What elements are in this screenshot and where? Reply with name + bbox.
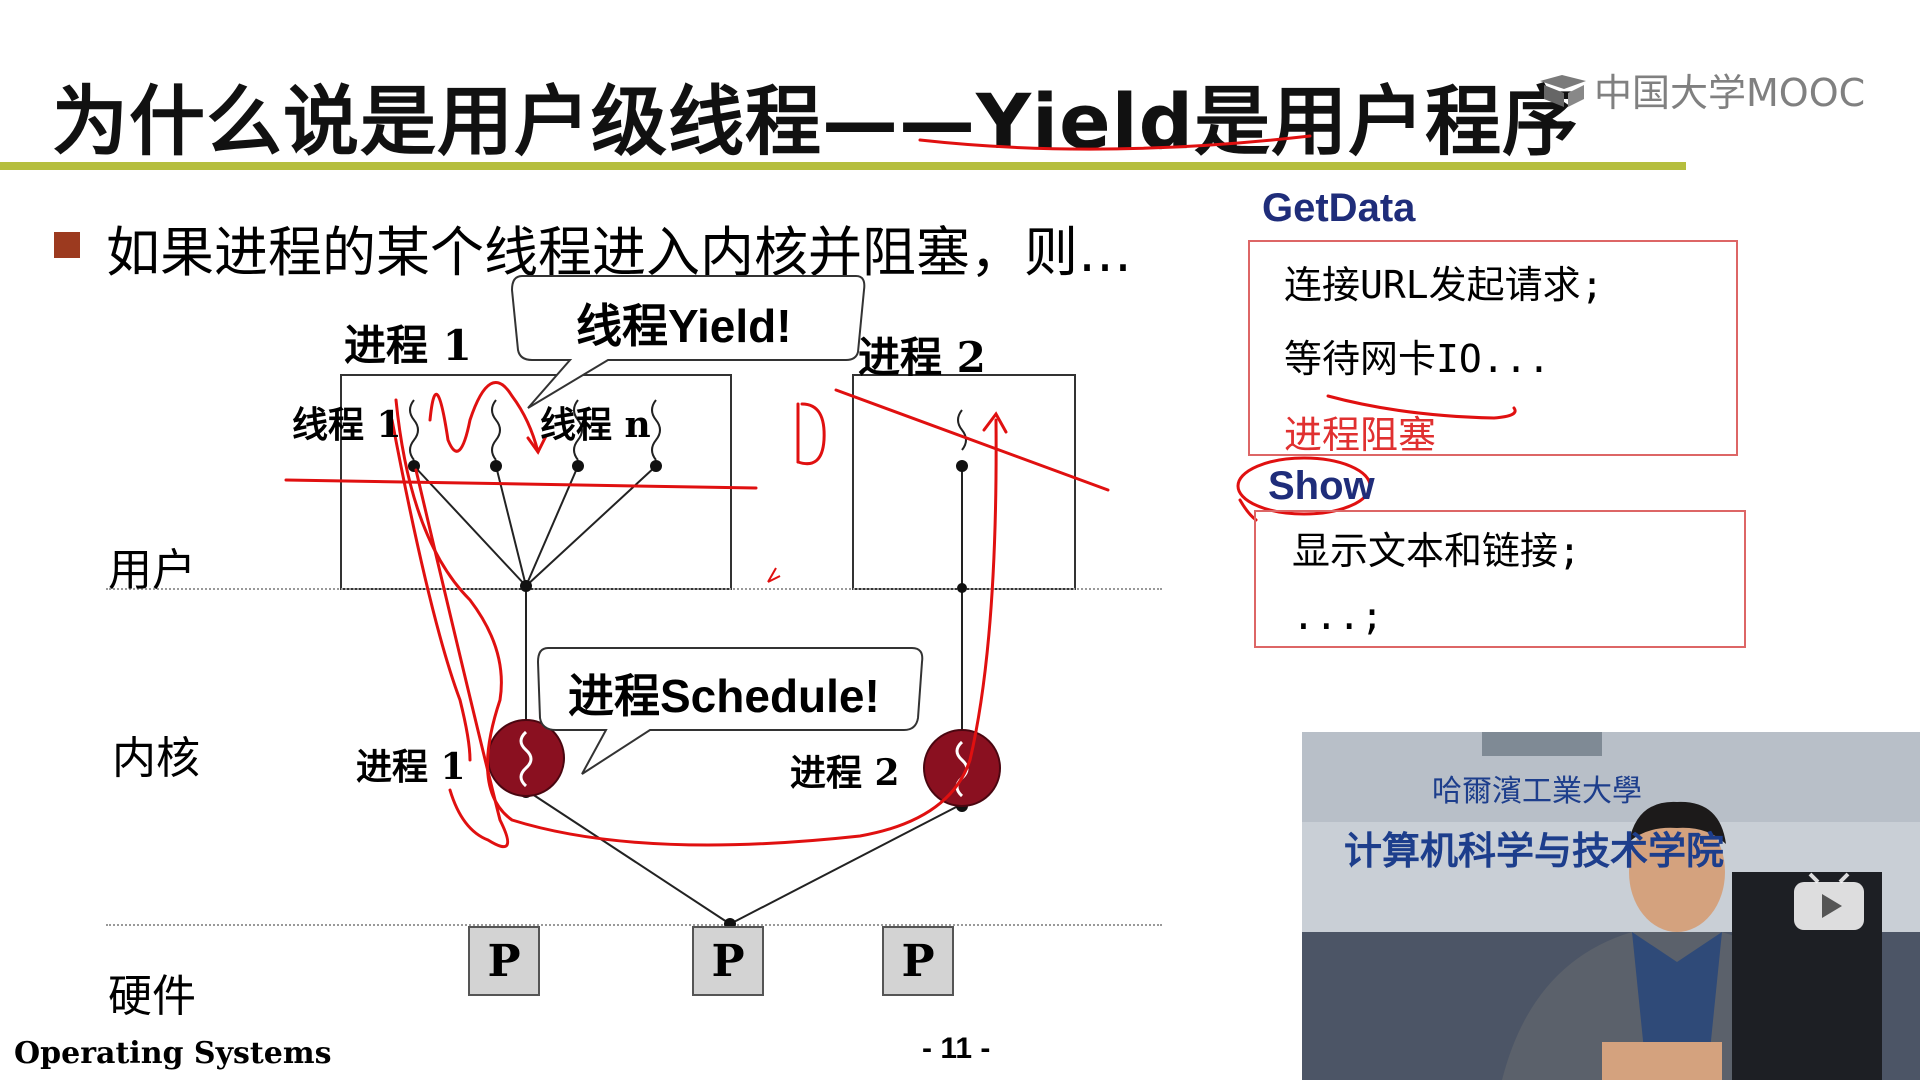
getdata-title: GetData [1262, 186, 1416, 230]
mooc-logo-text: 中国大学MOOC [1594, 71, 1866, 115]
slide-title: 为什么说是用户级线程——Yield是用户程序 [52, 77, 1580, 166]
footer-page-number: - 11 - [922, 1032, 991, 1065]
footer-course-name: Operating Systems [14, 1036, 332, 1071]
layer-kernel-label: 内核 [112, 733, 200, 784]
show-line: 显示文本和链接; [1292, 529, 1581, 573]
yield-bubble-text: 线程Yield! [576, 300, 792, 352]
process2-label: 进程 2 [858, 333, 986, 382]
schedule-bubble-text: 进程Schedule! [568, 670, 880, 722]
bullet-text: 如果进程的某个线程进入内核并阻塞，则… [106, 221, 1132, 284]
user-kernel-separator [106, 588, 1162, 590]
getdata-code-box [1248, 240, 1738, 456]
mooc-logo-icon [1540, 74, 1586, 107]
kernel-process1-label: 进程 1 [356, 746, 466, 788]
getdata-line: 连接URL发起请求; [1284, 263, 1604, 307]
video-sign-line2: 计算机科学与技术学院 [1344, 829, 1725, 873]
thread1-label: 线程 1 [292, 404, 402, 446]
cpu-box: P [468, 926, 540, 996]
threadn-label: 线程 n [540, 404, 651, 446]
getdata-line: 等待网卡IO... [1284, 337, 1551, 381]
getdata-line: 进程阻塞 [1284, 413, 1437, 457]
cpu-box: P [882, 926, 954, 996]
title-underline-rule [0, 162, 1686, 170]
cpu-box: P [692, 926, 764, 996]
mooc-logo: 中国大学MOOC [1538, 62, 1865, 117]
play-icon[interactable] [1792, 872, 1866, 932]
process1-label: 进程 1 [344, 321, 472, 370]
lecturer-video[interactable]: 哈爾濱工業大學 计算机科学与技术学院 [1302, 732, 1920, 1080]
layer-user-label: 用户 [108, 545, 196, 596]
show-code-box [1254, 510, 1746, 648]
kernel-process2-label: 进程 2 [790, 752, 900, 794]
bullet-square-icon [54, 232, 80, 258]
kernel-hardware-separator [106, 924, 1162, 926]
show-line: ...; [1292, 594, 1384, 638]
layer-hardware-label: 硬件 [108, 971, 196, 1022]
video-sign-line1: 哈爾濱工業大學 [1432, 774, 1642, 809]
show-title: Show [1268, 464, 1375, 508]
kernel-process-circles [487, 719, 1001, 807]
